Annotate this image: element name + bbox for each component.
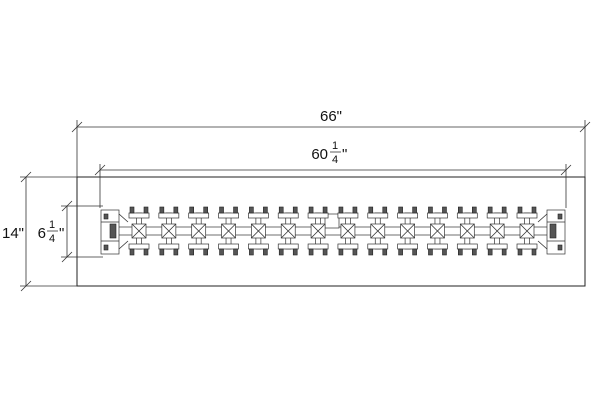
burner-length-numerator: 1	[332, 140, 338, 152]
burner-depth-unit: "	[59, 225, 64, 242]
burner-length-dimension: 60 1 4 "	[94, 140, 572, 208]
burner-length-unit: "	[342, 146, 347, 163]
burner-module	[516, 206, 538, 256]
burner-depth-numerator: 1	[49, 219, 55, 231]
overall-length-label: 66"	[320, 108, 342, 125]
burner-module	[188, 206, 210, 256]
right-end-cap	[537, 209, 566, 255]
burner-depth-whole: 6	[38, 225, 46, 242]
burner-module	[367, 206, 389, 256]
burner-module	[486, 206, 508, 256]
burner-assembly	[100, 206, 566, 256]
burner-module	[128, 206, 150, 256]
burner-length-whole: 60	[311, 146, 328, 163]
burner-module	[456, 206, 478, 256]
burner-depth-dimension: 6 1 4 "	[38, 200, 103, 263]
overall-depth-dimension: 1 4 "	[2, 171, 77, 292]
burner-module	[307, 206, 329, 256]
burner-modules	[128, 206, 538, 256]
center-tee	[324, 213, 340, 229]
burner-depth-denominator: 4	[49, 233, 55, 245]
overall-length-dimension: 66"	[71, 108, 591, 177]
burner-module	[277, 206, 299, 256]
burner-module	[158, 206, 180, 256]
burner-module	[337, 206, 359, 256]
burner-module	[397, 206, 418, 256]
burner-module	[218, 206, 239, 256]
tray-outline	[76, 176, 586, 287]
overall-depth-label: 14"	[2, 225, 24, 242]
left-end-cap	[100, 209, 129, 255]
burner-module	[427, 206, 448, 256]
burner-length-denominator: 4	[332, 154, 338, 166]
burner-module	[248, 206, 269, 256]
